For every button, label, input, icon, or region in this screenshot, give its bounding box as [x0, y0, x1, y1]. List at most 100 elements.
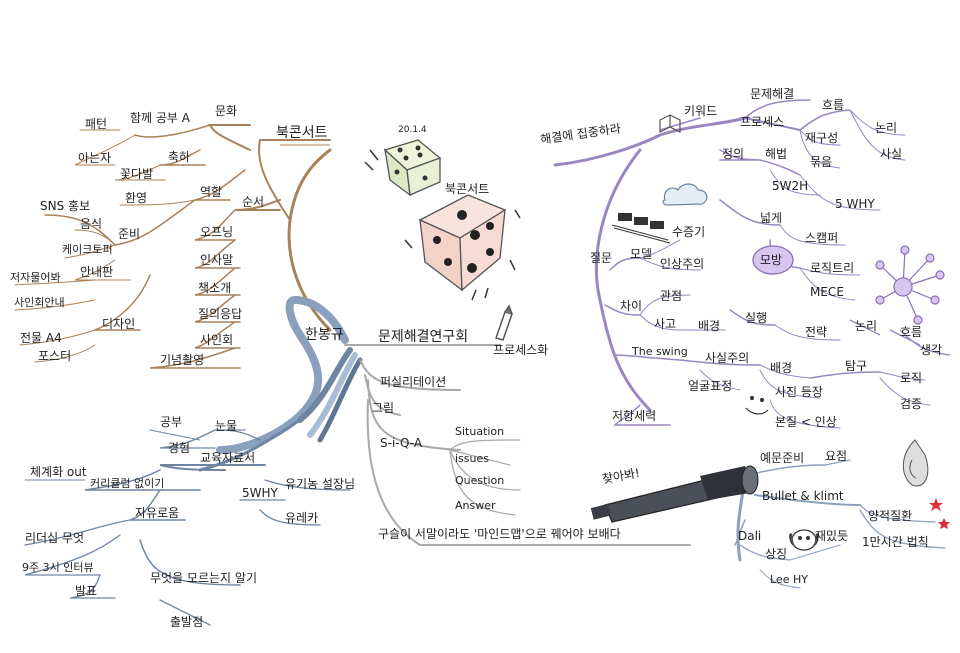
label-logic: 논리 — [875, 121, 898, 135]
label-node-logic: 논리 — [855, 319, 878, 333]
label-design: 디자인 — [102, 317, 136, 331]
right-execute — [729, 309, 776, 326]
br-example — [747, 464, 826, 476]
bl-education — [159, 464, 266, 471]
label-resist: 저항세력 — [612, 409, 657, 423]
rail-icon — [611, 224, 671, 244]
label-summary: 요점 — [825, 449, 848, 463]
imitate-highlight — [752, 245, 794, 275]
branch-bookintro — [194, 267, 241, 296]
label-eureka: 유레카 — [285, 511, 319, 525]
bl-experience — [159, 429, 216, 449]
right-logic2 — [879, 371, 926, 381]
right-explore — [809, 371, 881, 379]
label-scamper: 스캠퍼 — [805, 231, 839, 245]
label-signboard: 안내판 — [80, 265, 114, 279]
label-education: 교육자료서 — [200, 451, 256, 465]
label-mece: MECE — [810, 285, 844, 299]
label-greeting: 인사말 — [200, 253, 234, 267]
label-photo: 기념촬영 — [160, 353, 205, 367]
label-thinking: 사고 — [654, 317, 677, 331]
branch-signing — [194, 321, 241, 349]
bl-eureka — [259, 509, 321, 526]
label-verify: 검증 — [900, 397, 923, 411]
smiley-icon — [745, 395, 769, 415]
center-branch-presentation — [359, 359, 461, 391]
br-quality — [859, 504, 936, 523]
bl-present — [69, 574, 116, 599]
label-book-a: 한봉규 — [305, 327, 344, 343]
label-bg2: 배경 — [770, 361, 793, 375]
center-branch-slogan — [366, 399, 691, 546]
right-scamper — [779, 224, 846, 246]
right-thinking — [639, 314, 681, 331]
label-execute: 실행 — [745, 311, 768, 325]
branch-design — [94, 274, 151, 331]
label-present: 발표 — [75, 584, 98, 598]
label-celebrate: 축하 — [168, 150, 191, 164]
label-impression: 인상주의 — [660, 257, 705, 271]
right-strategy — [774, 324, 841, 341]
label-freedom: 자유로움 — [135, 506, 180, 520]
cloud-icon — [662, 183, 708, 206]
node-branches — [849, 319, 951, 356]
bundle-stroke-3 — [307, 352, 358, 438]
label-quality: 양적질환 — [868, 509, 913, 523]
right-main — [553, 116, 747, 167]
bl-interview — [24, 534, 121, 576]
label-process: 프로세스 — [740, 115, 785, 129]
bundle-stroke-2 — [297, 347, 353, 423]
pencil-icon — [495, 304, 513, 341]
right-main-down — [594, 148, 652, 412]
right-process — [744, 117, 801, 131]
label-utility: 유기농 설장님 — [285, 477, 356, 491]
label-logic2: 로직 — [900, 371, 923, 385]
label-qa: 질의응답 — [198, 307, 243, 321]
right-tie — [799, 129, 841, 169]
label-swing: The swing — [632, 345, 688, 358]
label-bouquet: 꽃다발 — [120, 167, 154, 181]
br-symbol — [739, 544, 791, 561]
label-welcome: 환영 — [125, 191, 148, 205]
label-opening: 오프닝 — [200, 225, 234, 239]
right-bg2 — [759, 364, 811, 379]
book-icon — [659, 114, 681, 133]
branch-culture — [208, 124, 251, 151]
label-sqa-issues: issues — [455, 452, 489, 465]
label-study: 공부 — [160, 415, 183, 429]
label-bullet: Bullet & klimt — [762, 489, 844, 503]
label-photo-appear: 사진 등장 — [775, 385, 823, 399]
label-role: 역할 — [200, 185, 223, 199]
right-solve — [759, 159, 801, 176]
label-unknown: 무엇을 모르는지 알기 — [150, 571, 257, 585]
right-flow — [799, 109, 851, 131]
telescope-icon — [590, 465, 759, 523]
label-solve: 해법 — [765, 147, 788, 161]
branch-baby — [14, 279, 96, 286]
label-problem-solving: 문제해결 — [750, 87, 795, 101]
label-sqa: S-i-Q-A — [380, 436, 423, 450]
right-mece — [799, 267, 856, 301]
label-logic-tree: 로직트리 — [810, 261, 855, 275]
branch-photo — [149, 347, 241, 369]
label-sign-guide: 사인회안내 — [14, 296, 65, 309]
label-order: 순서 — [242, 195, 265, 209]
branch-bouquet — [114, 164, 166, 181]
label-knower: 아는자 — [78, 151, 112, 165]
branch-poster — [34, 344, 96, 363]
label-book-intro: 책소개 — [198, 281, 232, 295]
label-keyword: 키워드 — [684, 104, 718, 118]
bl-main — [198, 418, 302, 472]
label-question: 질문 — [590, 251, 613, 265]
label-cake: 케이크토퍼 — [62, 243, 113, 256]
label-interview: 9주 3시 인터뷰 — [22, 561, 94, 574]
branch-knower — [74, 134, 136, 166]
right-logic-tree — [799, 267, 861, 276]
ink-drop-icon — [902, 439, 929, 487]
label-signing: 사인회 — [200, 333, 234, 347]
right-branches — [553, 99, 931, 429]
branch-food — [74, 229, 116, 246]
br-follow — [789, 544, 841, 561]
branch-sign-guide — [14, 299, 96, 311]
label-sns: SNS 홍보 — [40, 199, 91, 213]
